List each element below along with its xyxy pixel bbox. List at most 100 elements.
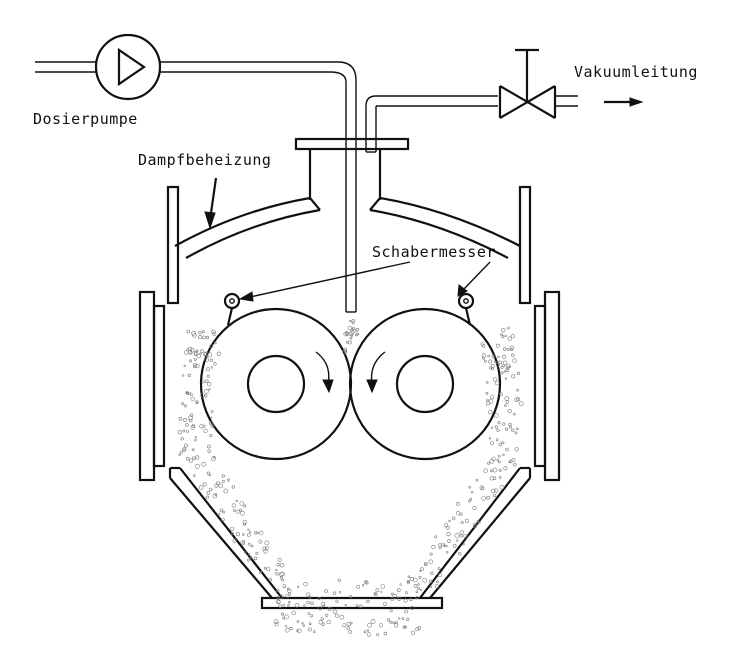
particle [428, 559, 433, 564]
particle [429, 552, 433, 556]
particle [501, 328, 506, 333]
particle [185, 423, 189, 427]
particle [338, 591, 342, 594]
particle [496, 428, 500, 432]
particle [463, 534, 468, 539]
particle [455, 510, 461, 516]
particle [493, 493, 497, 498]
particle [283, 614, 289, 620]
particle [407, 575, 411, 579]
particle [514, 447, 519, 452]
particle [209, 344, 214, 348]
particle [349, 336, 353, 340]
particle [392, 594, 398, 599]
particle [307, 627, 312, 632]
particle [194, 463, 200, 469]
left-side-flange [138, 290, 166, 482]
valve-icon [498, 48, 557, 119]
particle [417, 625, 422, 630]
particle [326, 619, 331, 625]
particle [434, 535, 438, 539]
particle [458, 552, 462, 556]
particle [303, 604, 306, 607]
particle [279, 562, 285, 568]
upper-side-walls [166, 185, 532, 305]
particle [278, 604, 282, 608]
particle [486, 398, 489, 402]
particle [206, 367, 211, 372]
particle [391, 592, 394, 596]
particle [214, 341, 217, 345]
particle [410, 605, 415, 610]
particle [502, 360, 508, 366]
particle [183, 418, 187, 422]
particle [456, 539, 459, 542]
particle [473, 522, 478, 528]
particle [322, 604, 326, 608]
particle [349, 595, 353, 599]
particle [428, 579, 433, 584]
particle [211, 456, 216, 462]
particle [327, 606, 332, 611]
particle [184, 443, 189, 448]
particle [285, 625, 288, 628]
particle [177, 430, 182, 435]
particle [227, 478, 231, 482]
particle [302, 624, 306, 627]
particle [443, 544, 446, 547]
particle [178, 416, 183, 421]
particle [183, 404, 187, 408]
particle [210, 424, 215, 429]
particle [419, 567, 424, 572]
particle [216, 351, 222, 356]
particle [200, 349, 204, 354]
particle [207, 449, 211, 453]
particle [206, 491, 211, 495]
particle [187, 415, 193, 421]
particle [218, 483, 224, 489]
particle [404, 609, 408, 614]
particle [507, 336, 512, 341]
particle [275, 568, 278, 572]
particle [244, 551, 247, 554]
particle [255, 551, 259, 555]
particle [511, 428, 515, 432]
particle [268, 578, 273, 582]
particle [509, 345, 514, 350]
particle [274, 622, 279, 627]
particle [247, 542, 251, 546]
particle [447, 539, 451, 543]
particle [230, 526, 235, 531]
particle [505, 447, 509, 452]
particle [503, 347, 507, 351]
particle [214, 493, 218, 496]
particle [263, 566, 267, 570]
particle [396, 588, 401, 592]
particle [207, 444, 211, 449]
particle [235, 532, 240, 537]
particle [291, 610, 296, 615]
particle [498, 460, 501, 464]
particle [256, 531, 259, 534]
particle [499, 392, 503, 397]
particle [497, 355, 500, 359]
particle [405, 591, 408, 595]
particle [181, 402, 185, 406]
particle [280, 612, 284, 616]
particle [193, 474, 196, 477]
particle [509, 425, 512, 429]
particle [204, 357, 210, 363]
rotation-arrow-right-icon [366, 351, 386, 394]
particle [514, 397, 519, 402]
particle [489, 469, 493, 473]
particle [195, 455, 200, 460]
particle [415, 590, 419, 594]
particle [508, 423, 512, 427]
particle [366, 629, 370, 632]
particle [213, 362, 217, 366]
particle [243, 522, 247, 526]
particle [186, 430, 189, 433]
particle [247, 533, 251, 537]
particle [235, 509, 240, 514]
particle [286, 587, 290, 591]
